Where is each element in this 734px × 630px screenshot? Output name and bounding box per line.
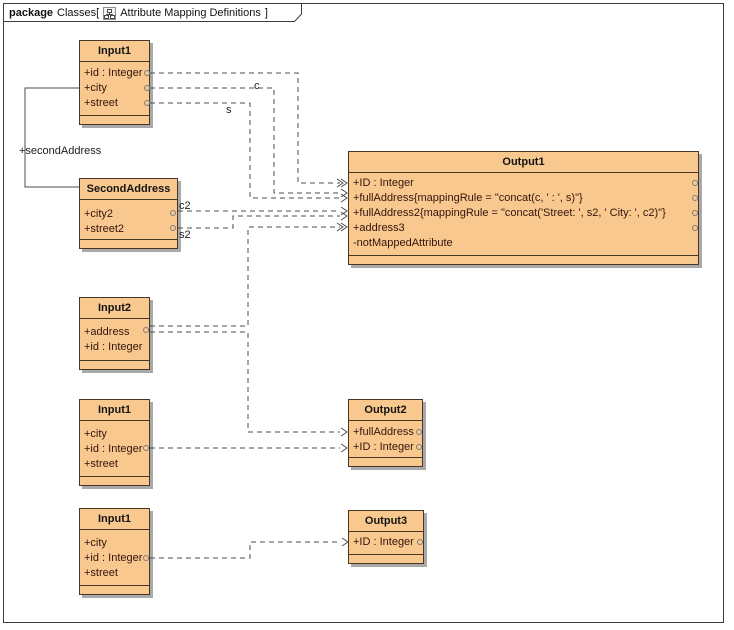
- package-context: Classes[: [57, 7, 100, 19]
- port-input2-address[interactable]: [143, 327, 149, 333]
- port-input1top-street[interactable]: [144, 100, 150, 106]
- package-tab-label: package Classes[ Attribute Mapping Defin…: [9, 5, 268, 21]
- attributes-compartment: +ID : Integer: [349, 532, 423, 554]
- attributes-compartment: +city +id : Integer +street: [80, 421, 149, 476]
- class-title: Input1: [80, 41, 149, 62]
- connector-street2-to-out1-fullAddress2[interactable]: [178, 215, 340, 229]
- port-output1-fullAddress[interactable]: [692, 195, 698, 201]
- class-title: Input1: [80, 509, 149, 530]
- package-keyword: package: [9, 7, 54, 19]
- port-input1top-id[interactable]: [144, 70, 150, 76]
- attribute[interactable]: +street2: [84, 223, 125, 235]
- arrowhead: [336, 178, 344, 188]
- attribute[interactable]: +address3: [353, 222, 405, 234]
- port-output1-ID[interactable]: [692, 180, 698, 186]
- attribute[interactable]: +address: [84, 326, 130, 338]
- class-title: Output2: [349, 400, 422, 421]
- class-secondaddress[interactable]: SecondAddress +city2 +street2: [79, 178, 178, 249]
- arrowhead: [340, 178, 348, 188]
- attribute[interactable]: +ID : Integer: [353, 441, 414, 453]
- attributes-compartment: +fullAddress +ID : Integer: [349, 421, 422, 457]
- attribute[interactable]: +city: [84, 82, 107, 94]
- connector-address-to-out1-address3[interactable]: [150, 226, 340, 327]
- attribute[interactable]: +street: [84, 458, 118, 470]
- attributes-compartment: +address +id : Integer: [80, 319, 149, 360]
- attribute[interactable]: +id : Integer: [84, 341, 143, 353]
- port-output3-ID[interactable]: [417, 539, 423, 545]
- port-output1-fullAddress2[interactable]: [692, 210, 698, 216]
- attribute[interactable]: +street: [84, 97, 118, 109]
- arrowhead: [341, 537, 349, 547]
- connector-city-to-out1-fullAddress[interactable]: [150, 87, 340, 194]
- arrowhead: [336, 222, 344, 232]
- port-secondaddress-street2[interactable]: [170, 225, 176, 231]
- connector-id-to-out3-ID[interactable]: [150, 541, 341, 559]
- arrowhead: [340, 193, 348, 203]
- attribute[interactable]: +fullAddress: [353, 426, 414, 438]
- attribute[interactable]: +city2: [84, 208, 114, 220]
- arrowhead: [340, 427, 348, 437]
- empty-compartment: [80, 360, 149, 369]
- edge-label-s[interactable]: s: [226, 104, 232, 116]
- empty-compartment: [80, 476, 149, 485]
- port-output2-fullAddress[interactable]: [416, 429, 422, 435]
- port-input1bottom-id[interactable]: [143, 555, 149, 561]
- class-title: Input2: [80, 298, 149, 319]
- class-title: Output1: [349, 152, 698, 173]
- empty-compartment: [349, 554, 423, 563]
- connector-street-to-out1-fullAddress[interactable]: [150, 102, 340, 199]
- attribute[interactable]: +id : Integer: [84, 67, 143, 79]
- class-input2[interactable]: Input2 +address +id : Integer: [79, 297, 150, 370]
- attributes-compartment: +city2 +street2: [80, 200, 177, 239]
- arrowhead: [340, 443, 348, 453]
- class-title: Input1: [80, 400, 149, 421]
- attributes-compartment: +ID : Integer +fullAddress{mappingRule =…: [349, 173, 698, 255]
- attribute[interactable]: +id : Integer: [84, 443, 143, 455]
- class-input1-middle[interactable]: Input1 +city +id : Integer +street: [79, 399, 150, 486]
- role-label-secondaddress[interactable]: +secondAddress: [19, 145, 102, 157]
- class-title: SecondAddress: [80, 179, 177, 200]
- port-input1mid-id[interactable]: [143, 445, 149, 451]
- connector-address-to-out2-fullAddress[interactable]: [150, 331, 340, 433]
- diagram-frame: [3, 3, 724, 623]
- arrowhead: [340, 211, 348, 221]
- empty-compartment: [80, 239, 177, 248]
- class-input1-top[interactable]: Input1 +id : Integer +city +street: [79, 40, 150, 125]
- port-secondaddress-city2[interactable]: [170, 210, 176, 216]
- diagram-name: Attribute Mapping Definitions: [120, 7, 261, 19]
- empty-compartment: [349, 457, 422, 466]
- empty-compartment: [80, 115, 149, 124]
- class-diagram-icon: [103, 6, 117, 20]
- class-output1[interactable]: Output1 +ID : Integer +fullAddress{mappi…: [348, 151, 699, 265]
- edge-label-c2[interactable]: c2: [179, 200, 191, 212]
- empty-compartment: [80, 585, 149, 594]
- attribute[interactable]: +ID : Integer: [353, 536, 414, 548]
- attributes-compartment: +city +id : Integer +street: [80, 530, 149, 585]
- attribute[interactable]: +street: [84, 567, 118, 579]
- class-title: Output3: [349, 511, 423, 532]
- connector-id-to-out1-ID[interactable]: [150, 72, 340, 184]
- package-close-bracket: ]: [264, 7, 268, 19]
- attribute[interactable]: +city: [84, 537, 107, 549]
- class-input1-bottom[interactable]: Input1 +city +id : Integer +street: [79, 508, 150, 595]
- attribute[interactable]: +ID : Integer: [353, 177, 414, 189]
- association-secondaddress[interactable]: [24, 87, 79, 188]
- empty-compartment: [349, 255, 698, 264]
- class-output2[interactable]: Output2 +fullAddress +ID : Integer: [348, 399, 423, 467]
- arrowhead: [340, 222, 348, 232]
- class-output3[interactable]: Output3 +ID : Integer: [348, 510, 424, 564]
- port-output1-address3[interactable]: [692, 225, 698, 231]
- edge-label-c[interactable]: c: [254, 80, 260, 92]
- port-output2-ID[interactable]: [416, 444, 422, 450]
- attributes-compartment: +id : Integer +city +street: [80, 62, 149, 115]
- attribute[interactable]: +id : Integer: [84, 552, 143, 564]
- port-input1top-city[interactable]: [144, 85, 150, 91]
- attribute[interactable]: +fullAddress2{mappingRule = "concat('Str…: [353, 207, 666, 219]
- attribute[interactable]: +fullAddress{mappingRule = "concat(c, ' …: [353, 192, 583, 204]
- attribute[interactable]: +city: [84, 428, 107, 440]
- edge-label-s2[interactable]: s2: [179, 229, 191, 241]
- attribute[interactable]: -notMappedAttribute: [353, 237, 453, 249]
- package-tab: [3, 3, 302, 22]
